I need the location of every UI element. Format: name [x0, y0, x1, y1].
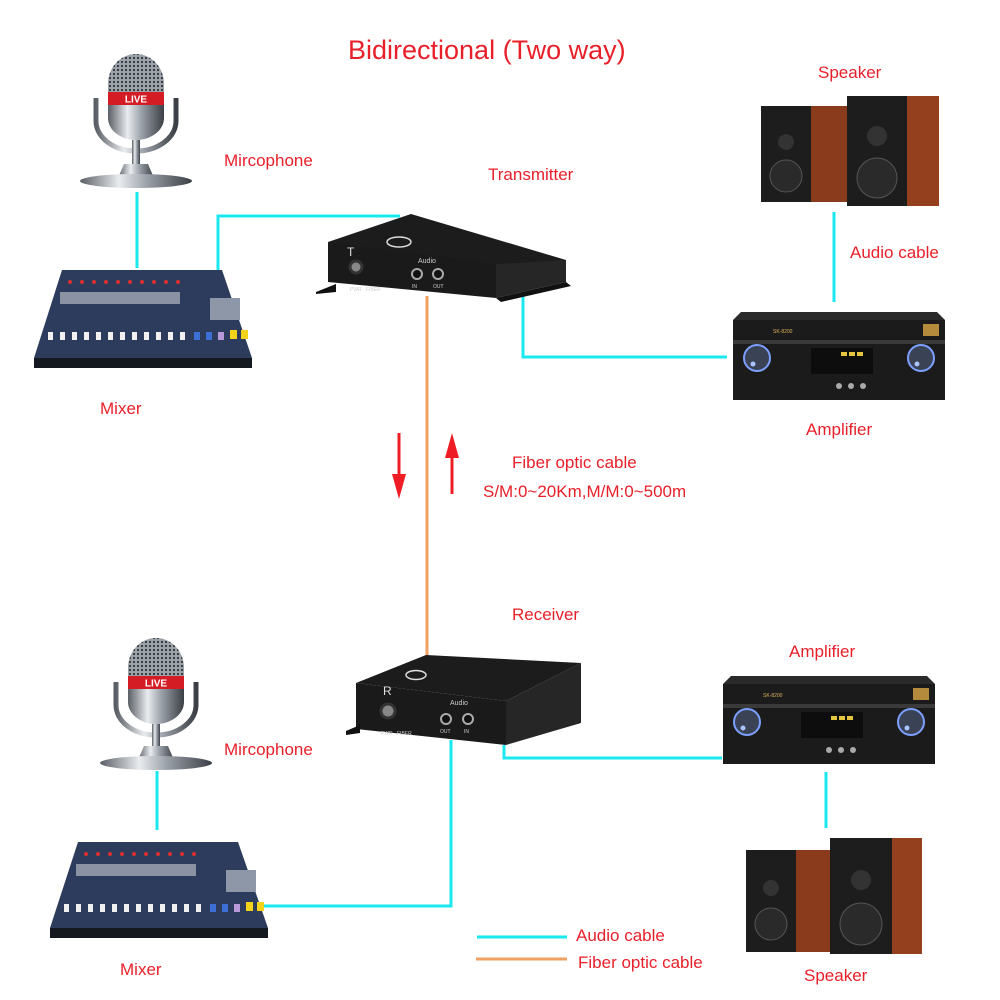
- fiber-cable-spec: S/M:0~20Km,M/M:0~500m: [483, 482, 687, 501]
- receiver-fiber: FIBER: [397, 731, 412, 737]
- arrow-up-icon: [445, 433, 459, 494]
- transmitter-fiber: FIBER: [366, 287, 381, 293]
- audio-cable-mixer-transmitter: [216, 214, 400, 270]
- amplifier-label-bottom: Amplifier: [789, 642, 856, 661]
- live-badge-bottom: LIVE: [145, 679, 168, 690]
- transmitter-pwr: PWR: [350, 287, 362, 293]
- amplifier-bottom: SK-8200: [723, 668, 935, 768]
- live-badge: LIVE: [125, 95, 148, 106]
- arrow-down-icon: [392, 433, 406, 499]
- microphone-top: LIVE: [76, 36, 196, 192]
- amplifier-model-top: SK-8200: [773, 329, 793, 335]
- amplifier-top: SK-8200: [733, 304, 945, 404]
- receiver-letter: R: [383, 684, 392, 698]
- transmitter-letter: T: [347, 245, 355, 259]
- microphone-bottom: LIVE: [96, 620, 216, 772]
- microphone-label-bottom: Mircophone: [224, 740, 313, 759]
- legend-audio-label: Audio cable: [576, 926, 665, 945]
- speaker-label-top: Speaker: [818, 63, 882, 82]
- mixer-bottom: [46, 840, 271, 946]
- audio-cable-receiver-amplifier: [502, 745, 722, 760]
- amplifier-label-top: Amplifier: [806, 420, 873, 439]
- audio-cable-label-top: Audio cable: [850, 243, 939, 262]
- speakers-top: [755, 92, 945, 210]
- transmitter-device: T Audio IN OUT PWR FIBER: [316, 212, 576, 302]
- receiver-pwr: PWR: [381, 731, 393, 737]
- speakers-bottom: [740, 834, 930, 958]
- receiver-device: R Audio OUT IN PWR FIBER: [346, 653, 591, 748]
- diagram-title: Bidirectional (Two way): [348, 35, 626, 65]
- fiber-cable-label: Fiber optic cable: [512, 453, 637, 472]
- mixer-label-top: Mixer: [100, 399, 142, 418]
- transmitter-audio-label: Audio: [418, 258, 436, 265]
- receiver-label: Receiver: [512, 605, 580, 624]
- audio-cable-transmitter-amplifier: [521, 295, 727, 359]
- transmitter-in-port[interactable]: IN: [412, 284, 417, 290]
- audio-cable-mixer-receiver: [259, 740, 453, 908]
- transmitter-label: Transmitter: [488, 165, 574, 184]
- mixer-label-bottom: Mixer: [120, 960, 162, 979]
- receiver-in-port[interactable]: IN: [464, 729, 469, 735]
- receiver-out-port[interactable]: OUT: [440, 729, 451, 735]
- mixer-top: [30, 268, 255, 383]
- microphone-label-top: Mircophone: [224, 151, 313, 170]
- legend-fiber-label: Fiber optic cable: [578, 953, 703, 972]
- transmitter-out-port[interactable]: OUT: [433, 284, 444, 290]
- amplifier-model-bottom: SK-8200: [763, 693, 783, 699]
- receiver-audio-label: Audio: [450, 700, 468, 707]
- speaker-label-bottom: Speaker: [804, 966, 868, 985]
